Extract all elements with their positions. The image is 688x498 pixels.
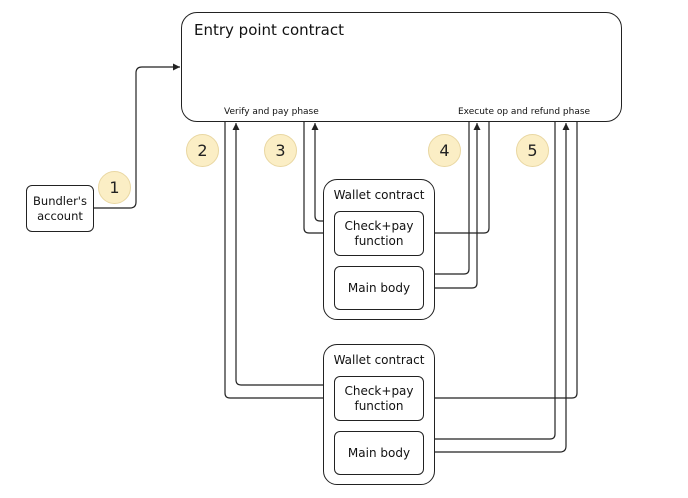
- wallet-contract-1-title: Wallet contract: [333, 188, 425, 202]
- arrow-wallet2-checkpay-to-entry: [232, 123, 333, 386]
- wallet-2-main-body: Main body: [334, 431, 424, 475]
- arrow-entry-to-wallet1-mainbody: [423, 122, 470, 278]
- step-badge-1: 1: [98, 171, 131, 204]
- entry-point-title: Entry point contract: [194, 21, 344, 39]
- wallet-2-main-body-label: Main body: [347, 445, 411, 460]
- arrow-entry-to-wallet2-checkpay: [224, 122, 333, 402]
- wallet-contract-2-title: Wallet contract: [333, 353, 425, 367]
- step-badge-3: 3: [264, 134, 297, 167]
- execute-phase-label: Execute op and refund phase: [458, 107, 591, 117]
- arrow-wallet1-checkpay-to-entry: [311, 123, 333, 222]
- arrow-entry-to-wallet2-checkpay-refund: [423, 122, 578, 402]
- arrow-bundler-to-entry: [94, 63, 180, 209]
- arrow-wallet2-mainbody-to-entry: [424, 123, 570, 453]
- verify-phase-label: Verify and pay phase: [224, 107, 319, 117]
- arrow-entry-to-wallet1-checkpay-refund: [423, 122, 490, 237]
- step-badge-5: 5: [516, 134, 549, 167]
- arrow-entry-to-wallet2-mainbody: [423, 122, 556, 443]
- bundler-account: Bundler's account: [26, 185, 94, 232]
- wallet-1-main-body-label: Main body: [347, 280, 411, 295]
- wallet-1-checkpay-label: Check+pay function: [344, 218, 414, 248]
- entry-point-contract: Entry point contract Verify and pay phas…: [181, 12, 622, 122]
- step-badge-4: 4: [428, 134, 461, 167]
- arrow-entry-to-wallet1-checkpay: [303, 122, 333, 237]
- wallet-2-checkpay-function: Check+pay function: [334, 376, 424, 421]
- bundler-label: Bundler's account: [33, 193, 87, 223]
- arrow-wallet1-mainbody-to-entry: [424, 123, 481, 289]
- wallet-1-main-body: Main body: [334, 266, 424, 310]
- wallet-1-checkpay-function: Check+pay function: [334, 211, 424, 256]
- wallet-2-checkpay-label: Check+pay function: [344, 383, 414, 413]
- step-badge-2: 2: [186, 134, 219, 167]
